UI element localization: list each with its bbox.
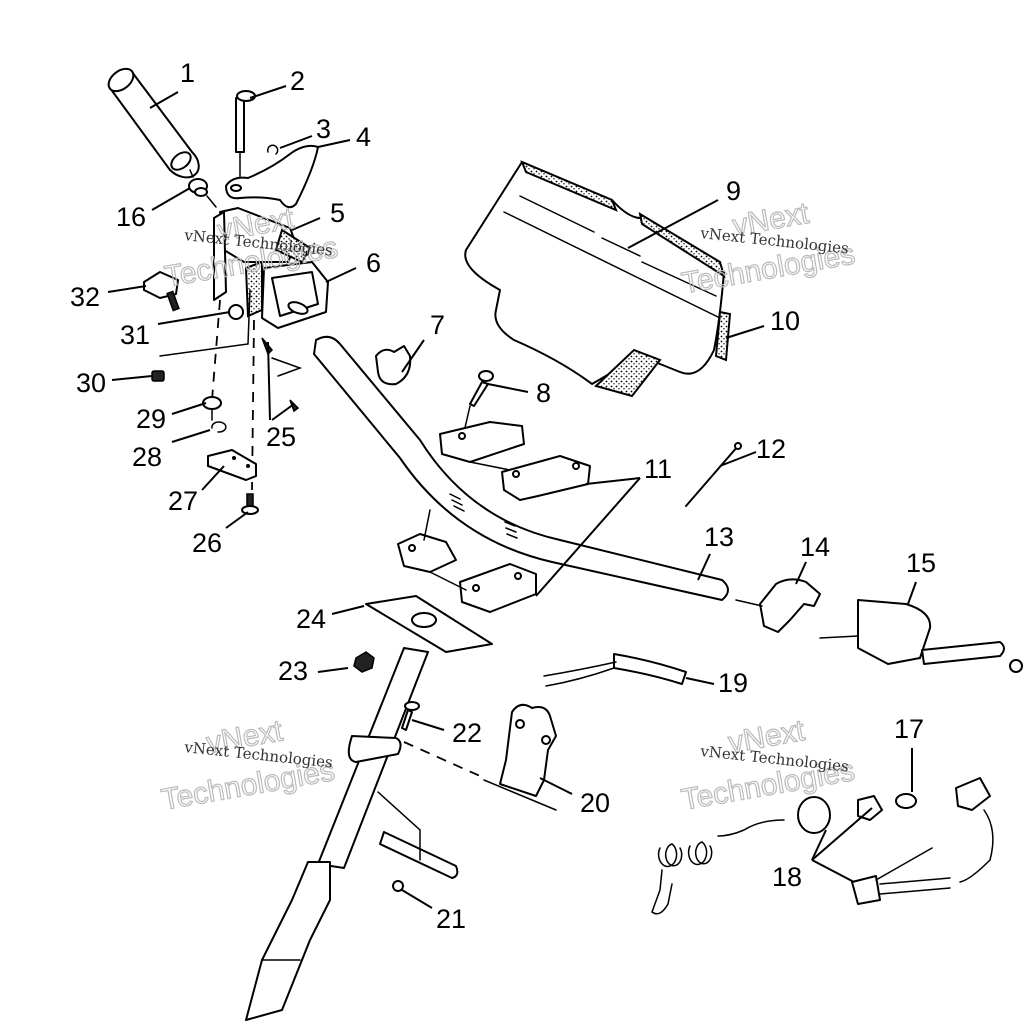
callout-16: 16 xyxy=(116,202,146,232)
callout-20: 20 xyxy=(580,788,610,818)
callout-14: 14 xyxy=(800,532,830,562)
callout-2: 2 xyxy=(290,66,305,96)
ball-part[interactable] xyxy=(228,304,244,320)
callout-4: 4 xyxy=(356,122,371,152)
callout-15: 15 xyxy=(906,548,936,578)
nut-21-part[interactable] xyxy=(379,831,459,892)
callout-22: 22 xyxy=(452,718,482,748)
handlebar-part[interactable] xyxy=(313,335,729,601)
nut-30-part[interactable] xyxy=(151,370,165,382)
callout-23: 23 xyxy=(278,656,308,686)
callout-24: 24 xyxy=(296,604,326,634)
callout-27: 27 xyxy=(168,486,198,516)
callout-19: 19 xyxy=(718,668,748,698)
clamp-bolt-part[interactable] xyxy=(463,370,494,433)
callout-7: 7 xyxy=(430,310,445,340)
callout-12: 12 xyxy=(756,434,786,464)
callout-1: 1 xyxy=(180,58,195,88)
grip-part[interactable] xyxy=(104,64,200,179)
throttle-bracket-part[interactable] xyxy=(261,261,329,329)
callout-11: 11 xyxy=(644,454,672,484)
callout-5: 5 xyxy=(330,198,345,228)
callout-8: 8 xyxy=(536,378,551,408)
leader-lines xyxy=(107,85,917,909)
handlebar-clamp-upper-part[interactable] xyxy=(439,421,591,501)
callout-29: 29 xyxy=(136,404,166,434)
switch-housing-part[interactable] xyxy=(819,599,1023,673)
adjuster-screw-part[interactable] xyxy=(143,271,180,312)
e-clip-part[interactable] xyxy=(266,144,279,155)
steering-bracket-part[interactable] xyxy=(483,703,557,811)
handlebar-clamp-lower-part[interactable] xyxy=(397,533,537,613)
callout-25: 25 xyxy=(266,422,296,452)
pivot-pin-part[interactable] xyxy=(235,90,256,179)
brake-lever-part[interactable] xyxy=(735,578,821,633)
callout-13: 13 xyxy=(704,522,734,552)
callout-28: 28 xyxy=(132,442,162,472)
throttle-lever-part[interactable] xyxy=(225,144,319,209)
steering-post-part[interactable] xyxy=(245,595,493,1021)
callouts: 1 2 3 4 5 6 7 8 9 10 11 12 13 14 15 16 1… xyxy=(70,58,936,934)
clip-28-part[interactable] xyxy=(211,421,227,433)
grip-end-plug-part[interactable] xyxy=(188,169,217,208)
cover-plate-part[interactable] xyxy=(207,449,257,481)
callout-10: 10 xyxy=(770,306,800,336)
callout-26: 26 xyxy=(192,528,222,558)
coiled-wire-part[interactable] xyxy=(543,653,687,687)
cable-tie-part[interactable] xyxy=(685,442,742,507)
callout-32: 32 xyxy=(70,282,100,312)
callout-9: 9 xyxy=(726,176,741,206)
callout-3: 3 xyxy=(316,114,331,144)
callout-21: 21 xyxy=(436,904,466,934)
callout-30: 30 xyxy=(76,368,106,398)
cable-clip-part[interactable] xyxy=(375,345,412,386)
stop-switch-kit-part[interactable] xyxy=(651,777,994,915)
callout-31: 31 xyxy=(120,320,150,350)
callout-6: 6 xyxy=(366,248,381,278)
lock-nut-part[interactable] xyxy=(353,651,375,673)
bolt-26-part[interactable] xyxy=(241,493,259,515)
screw-22-part[interactable] xyxy=(401,701,420,731)
callout-17: 17 xyxy=(894,714,924,744)
callout-18: 18 xyxy=(772,862,802,892)
